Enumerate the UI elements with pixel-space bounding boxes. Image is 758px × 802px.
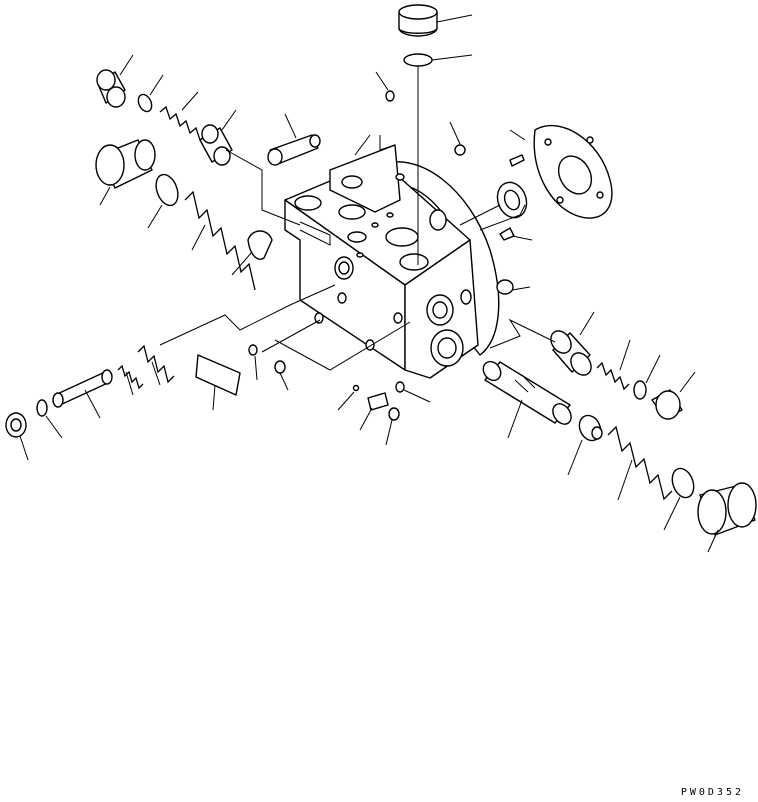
spring-right-small [596,361,630,391]
small-bolt-top [454,144,466,156]
small-screw-right [499,227,515,241]
large-plug-left [95,139,156,189]
top-o-ring [403,53,433,67]
spring-large-left [184,190,256,291]
small-pin-lower [352,384,360,392]
o-ring-lower-small [36,399,48,417]
spool-right [482,360,572,425]
small-bolt-lower [395,381,405,393]
o-ring-right-large [671,467,695,499]
o-ring-upper-small [137,93,153,113]
small-cap-top [385,90,395,102]
small-plug-lower [5,412,27,438]
small-plug-right [496,279,514,295]
small-screw-lower-b [274,360,286,374]
small-screw-lower-a [248,344,258,356]
spring-lower-medium [137,344,175,384]
plug-screw-lower [367,392,389,411]
dowel-pin [509,154,525,167]
drawing-code: PW0D352 [680,787,744,798]
nut-lower [388,407,400,421]
plug-right-small [651,389,683,420]
spring-upper-small [159,105,207,142]
spring-seat-right [578,414,603,442]
spring-lower-small [117,364,144,390]
o-ring-large-left [155,173,179,207]
cap-screw [267,134,321,166]
small-plug-upper [96,69,126,108]
cover-plate [533,124,613,219]
bearing-ring [496,181,528,219]
spring-right-large [607,425,673,501]
name-plate [195,354,241,396]
valve-body [284,144,500,379]
o-ring-right-small [633,380,647,400]
large-plug-right [697,482,757,536]
spring-seat-left [247,230,273,260]
spool-lower [52,369,113,408]
top-plug [398,4,438,37]
sleeve-right [550,330,592,376]
sleeve-upper [199,124,233,166]
